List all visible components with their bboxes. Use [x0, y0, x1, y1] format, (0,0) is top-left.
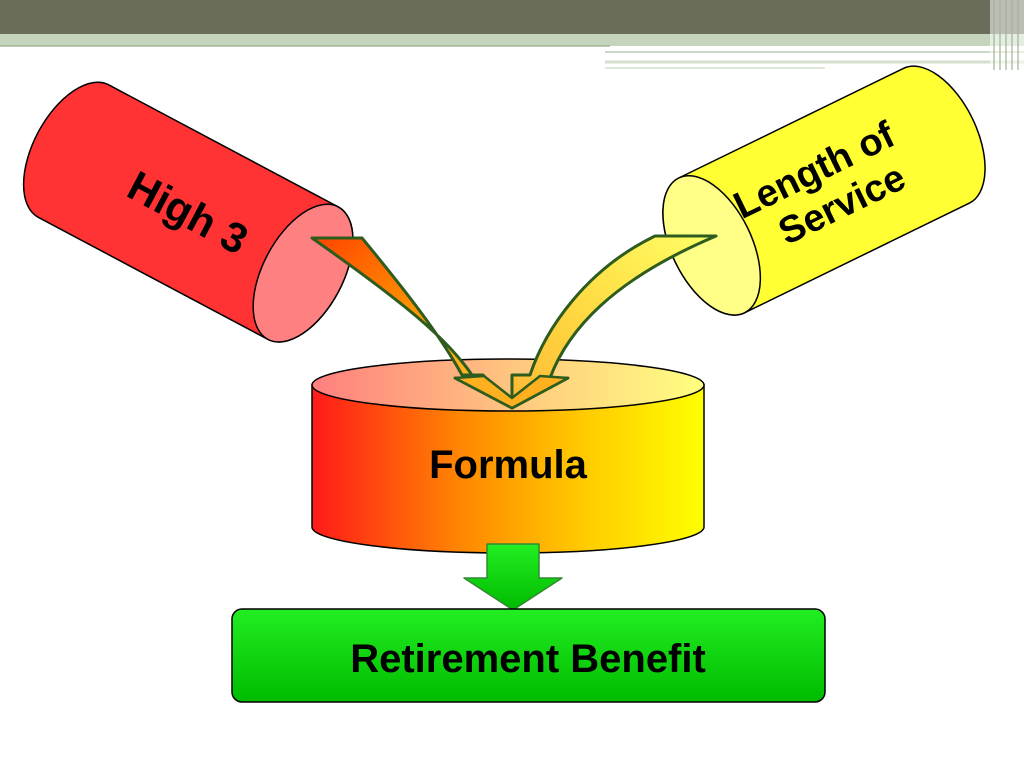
formula-label: Formula: [429, 443, 588, 487]
retirement-benefit-box: Retirement Benefit: [231, 608, 826, 703]
formula-cylinder: Formula: [311, 358, 705, 554]
arrow-head-icon: [453, 374, 570, 410]
input-cylinder-high-3: High 3: [22, 81, 354, 343]
input-cylinder-length-of-service: Length of Service: [662, 65, 986, 316]
slide-header-bar: [0, 0, 1024, 70]
down-arrow-icon: [463, 543, 563, 611]
output-label: Retirement Benefit: [350, 637, 706, 681]
